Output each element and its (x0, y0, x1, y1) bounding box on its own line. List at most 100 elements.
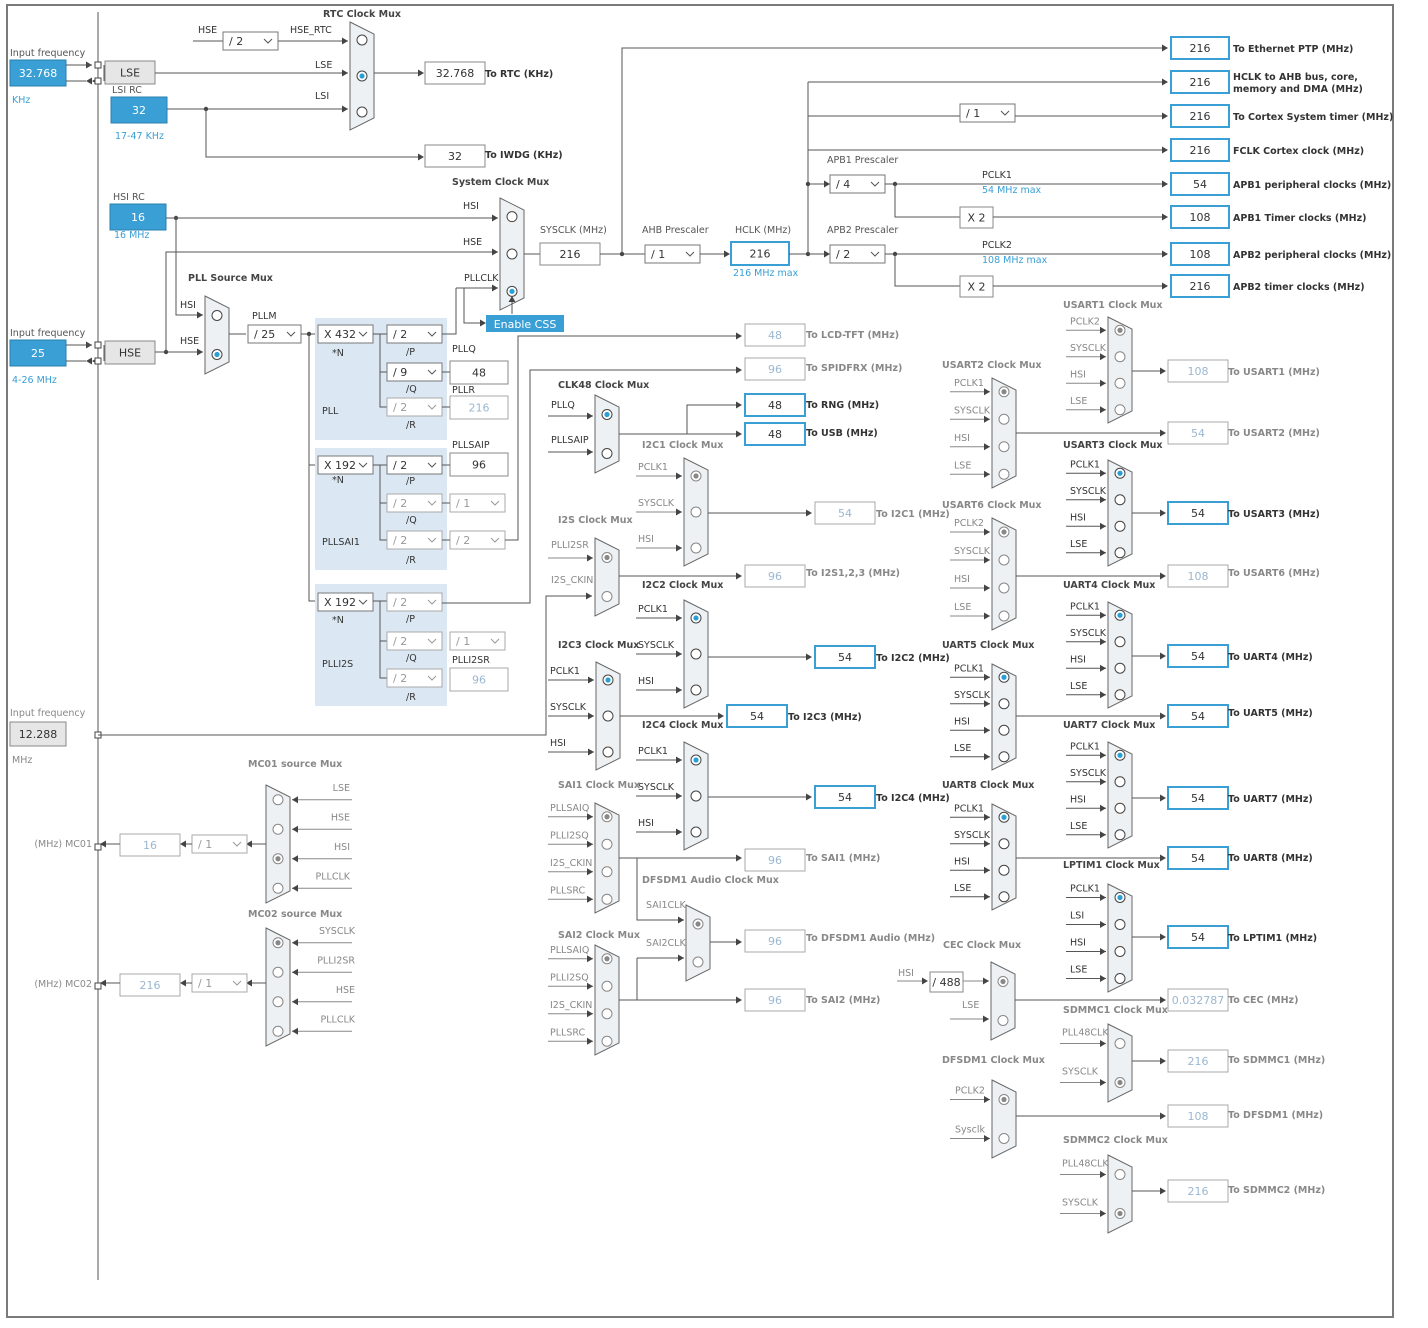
mco2-source-mux[interactable] (265, 927, 291, 1047)
pllsai-q-divider[interactable]: / 2 (386, 493, 443, 513)
cec-clock-mux[interactable] (990, 961, 1016, 1041)
pllsai-p-divider[interactable]: / 2 (386, 455, 443, 475)
sdmmc2-output[interactable]: 216 (1167, 1179, 1229, 1203)
pllsai-r2-divider[interactable]: / 2 (449, 530, 506, 550)
mux-radio[interactable] (690, 542, 702, 554)
mux-radio[interactable] (1114, 636, 1126, 648)
mux-radio[interactable] (211, 310, 223, 321)
mux-radio[interactable] (356, 34, 368, 46)
ahb-prescaler[interactable]: / 1 (644, 244, 701, 264)
sai1-clock-mux[interactable] (594, 802, 620, 914)
mux-radio[interactable] (601, 980, 613, 992)
mux-radio[interactable] (1114, 829, 1126, 841)
mux-radio[interactable] (1114, 1169, 1126, 1180)
pll-n-multiplier[interactable]: X 432 (317, 324, 374, 344)
output-box-0[interactable]: 216 (1170, 36, 1230, 60)
usb-box[interactable]: 48 (744, 422, 806, 446)
mux-radio[interactable] (1114, 919, 1126, 930)
lse-block[interactable]: LSE (104, 60, 156, 85)
mux-radio[interactable] (1114, 1038, 1126, 1049)
mux-radio[interactable] (1114, 494, 1126, 506)
mux-radio[interactable] (998, 838, 1010, 850)
mux-radio[interactable] (998, 468, 1010, 480)
pllm-divider[interactable]: / 25 (247, 324, 302, 344)
mux-radio[interactable] (601, 1008, 613, 1020)
pllsai-n-multiplier[interactable]: X 192 (317, 455, 374, 475)
sdmmc1-clock-mux[interactable] (1107, 1023, 1133, 1103)
sysclk-box[interactable]: 216 (539, 242, 601, 266)
output-box-5[interactable]: 108 (1170, 205, 1230, 229)
plli2s-q-divider[interactable]: / 2 (386, 631, 443, 651)
mux-radio[interactable] (1114, 520, 1126, 532)
mux-radio[interactable] (1114, 377, 1126, 389)
lptim1-clock-mux[interactable] (1107, 883, 1133, 993)
apb1-timer-multiplier[interactable]: X 2 (959, 206, 994, 229)
rtc-clock-mux[interactable] (349, 21, 375, 131)
i2c1-clock-mux-output[interactable]: 54 (814, 501, 876, 525)
hse-block[interactable]: HSE (104, 340, 156, 365)
sdmmc1-output[interactable]: 216 (1167, 1049, 1229, 1073)
mux-radio[interactable] (601, 893, 613, 905)
mux-radio[interactable] (690, 648, 702, 660)
pll-p-divider[interactable]: / 2 (386, 324, 443, 344)
sai2-output[interactable]: 96 (744, 988, 806, 1012)
dfsdm1-audio-output[interactable]: 96 (744, 929, 806, 953)
mux-radio[interactable] (998, 698, 1010, 710)
pllsai-r-divider[interactable]: / 2 (386, 530, 443, 550)
pllq-box[interactable]: 48 (449, 360, 509, 385)
hse-input-box[interactable]: 25 (9, 339, 67, 367)
mux-radio[interactable] (506, 211, 518, 223)
clk48-clock-mux[interactable] (594, 394, 620, 474)
mux-radio[interactable] (1114, 351, 1126, 363)
i2c2-clock-mux-output[interactable]: 54 (814, 645, 876, 669)
apb1-prescaler[interactable]: / 4 (829, 174, 886, 194)
pll-r-divider[interactable]: / 2 (386, 397, 443, 417)
mux-radio[interactable] (997, 1015, 1009, 1026)
lse-input-box[interactable]: 32.768 (9, 59, 67, 87)
uart7-clock-mux[interactable] (1107, 741, 1133, 849)
sai2-clock-mux[interactable] (594, 944, 620, 1056)
output-box-1[interactable]: 216 (1170, 70, 1230, 94)
mux-radio[interactable] (272, 1025, 284, 1037)
mux-radio[interactable] (998, 610, 1010, 622)
mux-radio[interactable] (356, 106, 368, 118)
i2c2-clock-mux[interactable] (683, 599, 709, 709)
cec-output[interactable]: 0.032787 (1167, 988, 1229, 1012)
mux-radio[interactable] (998, 441, 1010, 453)
plli2s-n-multiplier[interactable]: X 192 (317, 592, 374, 612)
mux-radio[interactable] (272, 882, 284, 894)
dfsdm1-audio-clock-mux[interactable] (685, 904, 711, 982)
mux-radio[interactable] (1114, 776, 1126, 788)
mux-radio[interactable] (998, 1133, 1010, 1144)
lptim1-clock-mux-output[interactable]: 54 (1167, 925, 1229, 949)
cortex-divider[interactable]: / 1 (959, 103, 1016, 123)
mux-radio[interactable] (602, 746, 614, 758)
plli2s-p-divider[interactable]: / 2 (386, 592, 443, 612)
mco1-divider[interactable]: / 1 (191, 834, 248, 854)
mux-radio[interactable] (692, 956, 704, 968)
pll-source-mux[interactable] (204, 295, 230, 375)
mux-radio[interactable] (690, 506, 702, 518)
pllsaip-box[interactable]: 96 (449, 452, 509, 477)
usart6-clock-mux[interactable] (991, 517, 1017, 631)
mux-radio[interactable] (1114, 547, 1126, 559)
mux-radio[interactable] (602, 710, 614, 722)
plli2s-r-divider[interactable]: / 2 (386, 668, 443, 688)
mux-radio[interactable] (998, 413, 1010, 425)
uart4-clock-mux-output[interactable]: 54 (1167, 644, 1229, 668)
dfsdm1-clock-mux[interactable] (991, 1079, 1017, 1159)
i2s-output[interactable]: 96 (744, 564, 806, 588)
uart5-clock-mux[interactable] (991, 663, 1017, 771)
cec-hsi-divider[interactable]: / 488 (929, 971, 964, 993)
apb2-timer-multiplier[interactable]: X 2 (959, 275, 994, 298)
usart6-output[interactable]: 108 (1167, 564, 1229, 588)
mux-radio[interactable] (998, 751, 1010, 763)
lsi-box[interactable]: 32 (110, 96, 168, 124)
sdmmc2-clock-mux[interactable] (1107, 1154, 1133, 1234)
mux-radio[interactable] (998, 724, 1010, 736)
mux-radio[interactable] (1114, 802, 1126, 814)
mux-radio[interactable] (690, 826, 702, 838)
usart2-clock-mux[interactable] (991, 377, 1017, 489)
mux-radio[interactable] (998, 864, 1010, 876)
i2c4-clock-mux[interactable] (683, 741, 709, 851)
